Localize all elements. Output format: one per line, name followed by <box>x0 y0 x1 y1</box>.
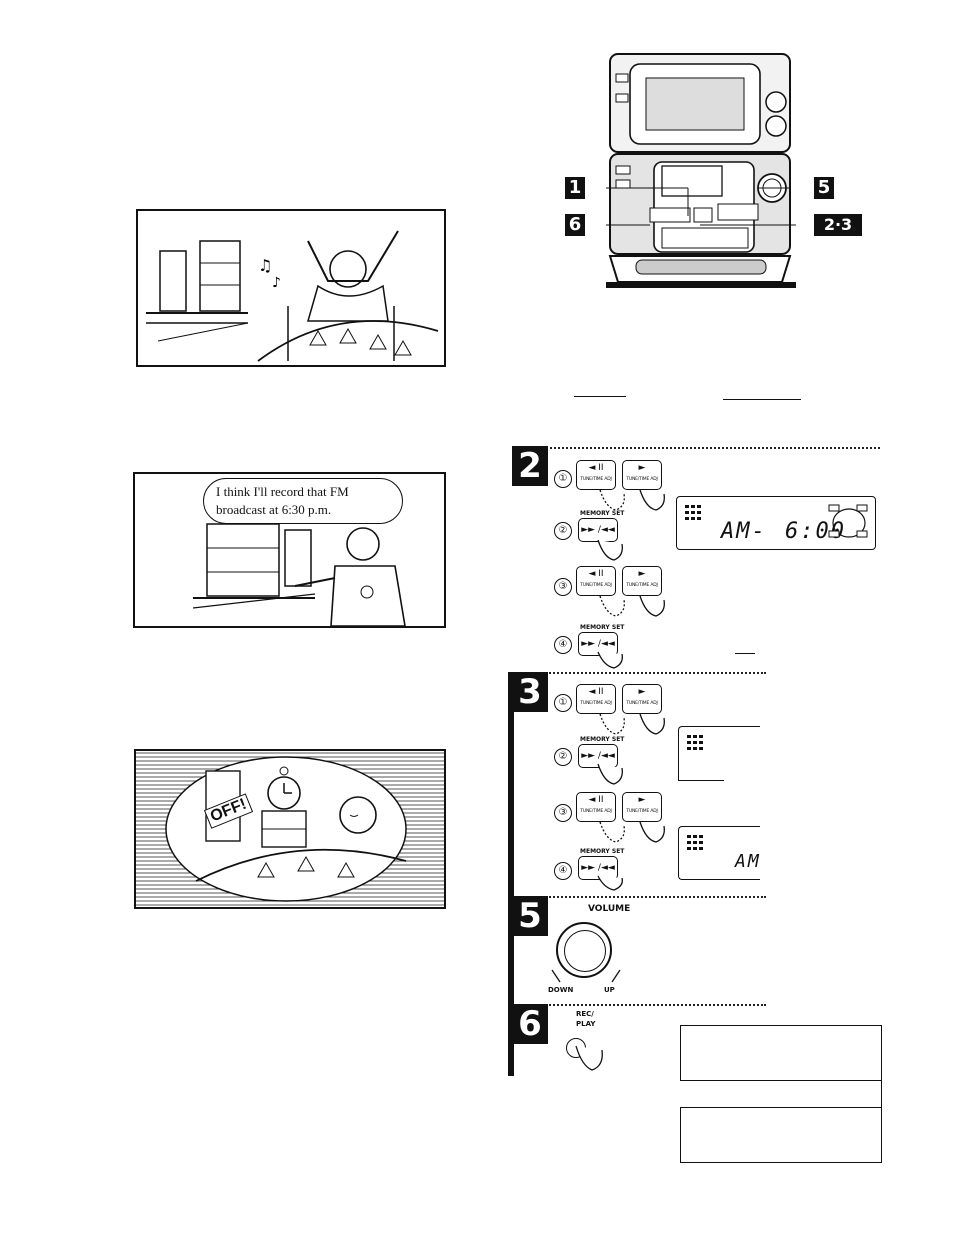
record-plan-drawing <box>192 523 406 626</box>
tune-forward-button-4[interactable]: ► TUNE/TIME ADJ <box>622 792 662 822</box>
volume-knob[interactable] <box>556 922 612 978</box>
step2-badge: 2 <box>512 446 548 486</box>
svg-text:♫: ♫ <box>258 256 272 275</box>
stereo-unit-diagram <box>582 44 796 288</box>
step2-lcd-display: AM- 6:00 <box>676 496 876 550</box>
step3-lcd-partial-1 <box>678 726 760 780</box>
volume-label: VOLUME <box>588 904 631 914</box>
step2-sub-4: ④ <box>554 636 572 654</box>
step5-divider <box>526 896 766 898</box>
step3-badge: 3 <box>512 672 548 712</box>
wake-up-drawing: ♫ ♪ <box>146 230 439 362</box>
sleep-drawing <box>136 751 444 907</box>
rule-4 <box>678 780 724 781</box>
tune-forward-button-2[interactable]: ► TUNE/TIME ADJ <box>622 566 662 596</box>
finger-press-icon <box>599 713 665 735</box>
sleep-illustration: OFF! <box>134 749 446 909</box>
step3-sub-4: ④ <box>554 862 572 880</box>
grid-icon <box>687 835 703 850</box>
step2-sub-2: ② <box>554 522 572 540</box>
step3-lcd-partial-2: AM <box>678 826 760 880</box>
step2-divider <box>526 447 880 449</box>
step2-sub-3: ③ <box>554 578 572 596</box>
memory-set-label-3a: MEMORY SET <box>580 736 625 743</box>
grid-icon <box>687 735 703 750</box>
memory-set-label-3b: MEMORY SET <box>580 848 625 855</box>
step3-divider <box>526 672 766 674</box>
finger-press-icon <box>597 539 623 561</box>
finger-press-icon <box>599 821 665 843</box>
finger-press-icon <box>599 595 665 617</box>
tune-back-button-3[interactable]: ◄ II TUNE/TIME ADJ <box>576 684 616 714</box>
finger-press-icon <box>599 489 665 511</box>
tune-back-button[interactable]: ◄ II TUNE/TIME ADJ <box>576 460 616 490</box>
speech-bubble: I think I'll record that FM broadcast at… <box>203 478 403 524</box>
finger-press-icon <box>597 875 623 891</box>
volume-down-label: DOWN <box>548 986 574 994</box>
rule-1 <box>574 396 626 397</box>
play-label: PLAY <box>576 1020 596 1028</box>
step3-sub-2: ② <box>554 748 572 766</box>
finger-press-icon <box>575 1045 603 1071</box>
rule-2 <box>723 399 801 400</box>
info-box-1 <box>680 1025 882 1081</box>
step3-side-bar <box>508 672 514 1076</box>
memory-set-label-2a: MEMORY SET <box>580 510 625 517</box>
memory-set-label-2b: MEMORY SET <box>580 624 625 631</box>
step2-sub-1: ① <box>554 470 572 488</box>
volume-range-marks <box>551 969 621 983</box>
step6-divider <box>526 1004 766 1006</box>
grid-icon <box>685 505 701 520</box>
callout-step-5: 5 <box>814 177 834 199</box>
timer-status-icon <box>828 504 868 538</box>
step3-lcd-mode: AM <box>735 851 761 872</box>
divider-line <box>680 1081 882 1107</box>
tune-forward-button[interactable]: ► TUNE/TIME ADJ <box>622 460 662 490</box>
step3-sub-3: ③ <box>554 804 572 822</box>
wake-up-illustration: ♫ ♪ <box>136 209 446 367</box>
callout-step-6: 6 <box>565 214 585 236</box>
step2-lcd-mode: AM- <box>721 519 767 544</box>
stereo-unit-drawing <box>582 53 796 288</box>
finger-press-icon <box>597 763 623 785</box>
step3-sub-1: ① <box>554 694 572 712</box>
rec-label: REC/ <box>576 1010 594 1018</box>
svg-text:♪: ♪ <box>272 275 281 291</box>
callout-step-1: 1 <box>565 177 585 199</box>
memory-set-button-4[interactable]: ►► /◄◄ <box>578 856 618 880</box>
record-plan-illustration: I think I'll record that FM broadcast at… <box>133 472 446 628</box>
tune-back-button-4[interactable]: ◄ II TUNE/TIME ADJ <box>576 792 616 822</box>
volume-up-label: UP <box>604 986 615 994</box>
step5-badge: 5 <box>512 896 548 936</box>
rule-3 <box>735 653 755 654</box>
tune-back-button-2[interactable]: ◄ II TUNE/TIME ADJ <box>576 566 616 596</box>
info-box-2 <box>680 1107 882 1163</box>
finger-press-icon <box>597 651 623 669</box>
step6-badge: 6 <box>512 1004 548 1044</box>
tune-forward-button-3[interactable]: ► TUNE/TIME ADJ <box>622 684 662 714</box>
callout-step-2-3: 2·3 <box>814 214 862 236</box>
